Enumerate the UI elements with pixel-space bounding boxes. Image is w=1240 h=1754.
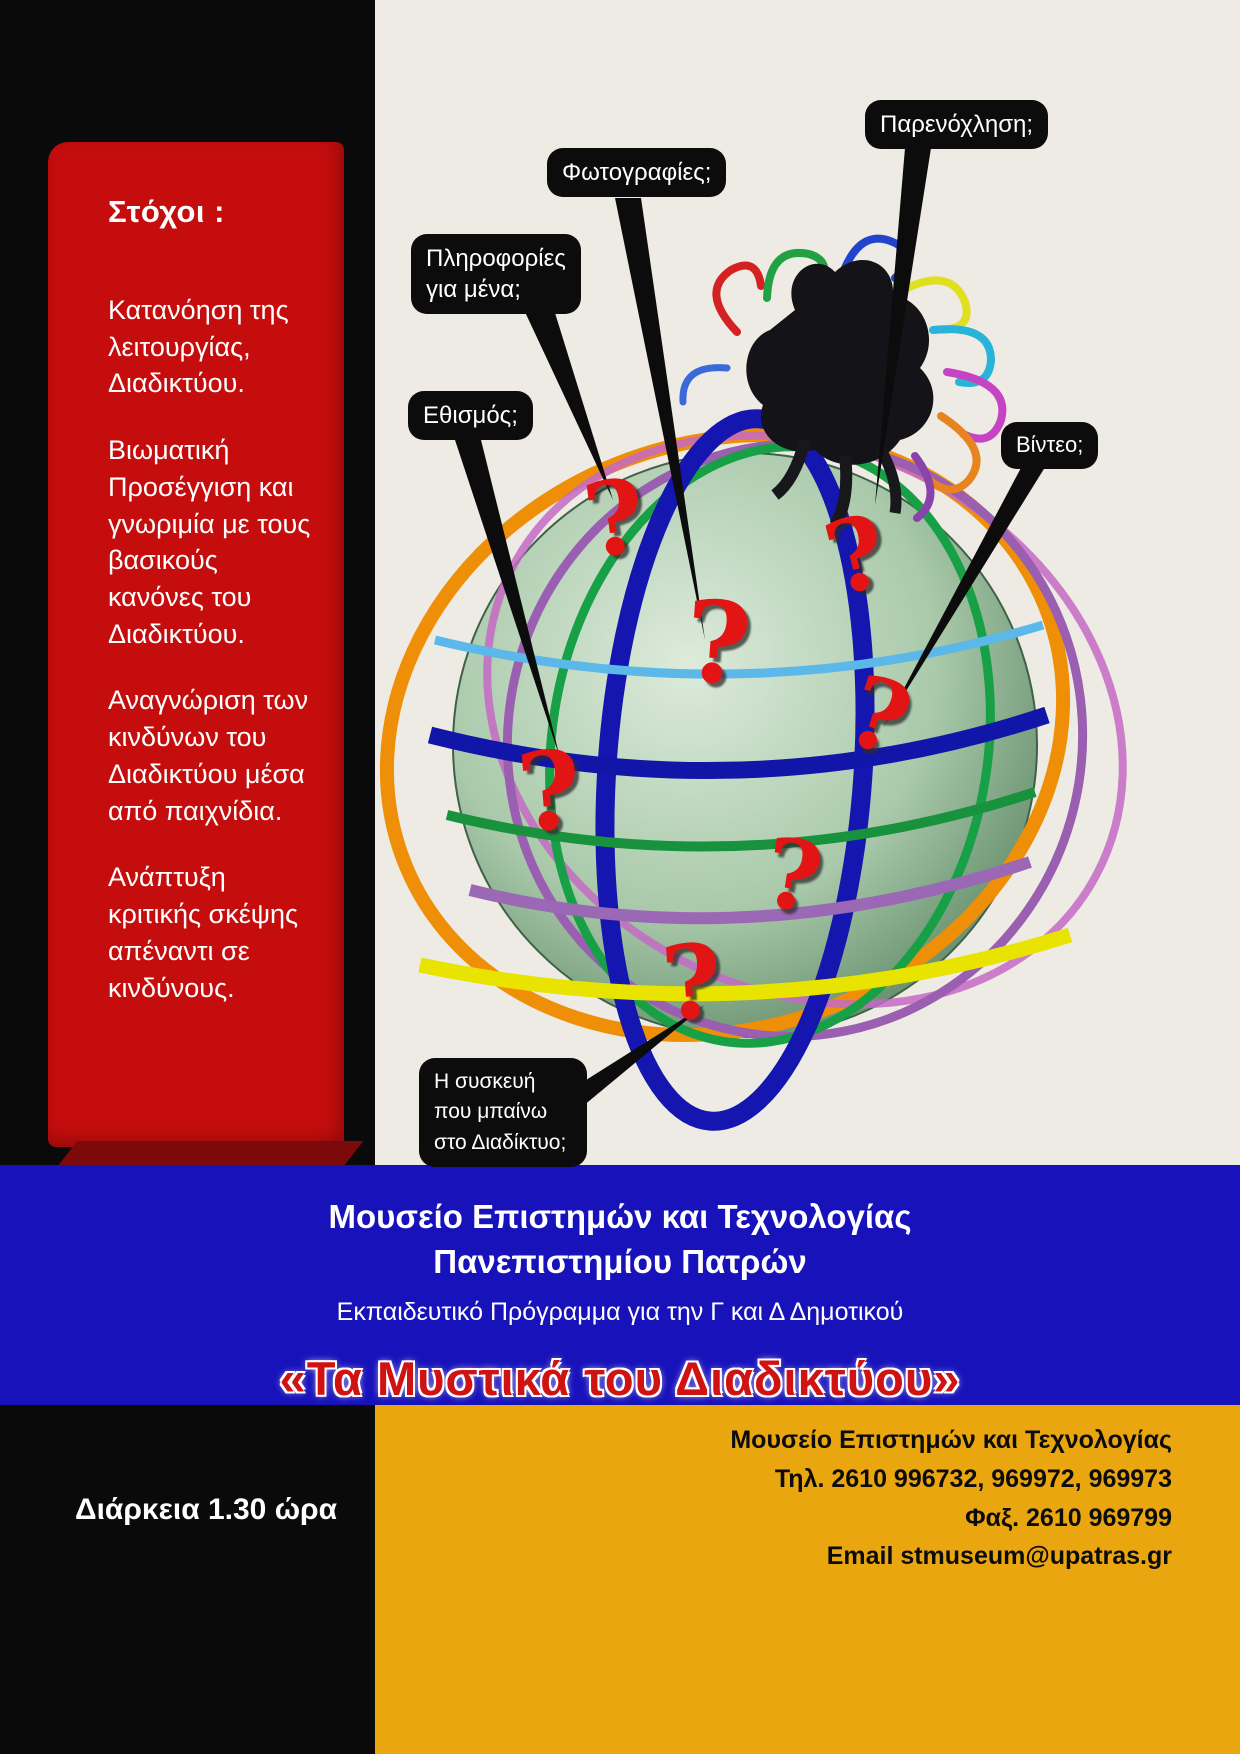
goal-item: Αναγνώριση των κινδύνων του Διαδικτύου μ… (108, 685, 309, 826)
contact-phone: Τηλ. 2610 996732, 969972, 969973 (774, 1464, 1172, 1493)
globe-illustration (379, 148, 1127, 1131)
program-title: «Τα Μυστικά του Διαδικτύου» (279, 1352, 961, 1406)
question-mark: ? (512, 726, 587, 858)
speech-bubble-addiction: Εθισμός; (408, 391, 533, 441)
goals-banner: Στόχοι : Κατανόηση της λειτουργίας, Διαδ… (48, 142, 344, 1147)
contact-museum-name: Μουσείο Επιστημών και Τεχνολογίας (730, 1426, 1172, 1454)
goal-item: Ανάπτυξη κριτικής σκέψης απέναντι σε κιν… (108, 862, 299, 1003)
museum-name-line2: Πανεπιστημίου Πατρών (433, 1242, 807, 1280)
duration-text: Διάρκεια 1.30 ώρα (75, 1493, 338, 1526)
speech-bubble-personal-info: Πληροφορίες για μένα; (411, 234, 581, 315)
goal-item: Κατανόηση της λειτουργίας, Διαδικτύου. (108, 295, 289, 399)
bubble-tails (455, 148, 1047, 1116)
goals-title: Στόχοι : (108, 194, 225, 229)
speech-bubble-harassment: Παρενόχληση; (865, 100, 1049, 150)
question-mark: ? (680, 575, 756, 712)
footer: Διάρκεια 1.30 ώρα Μουσείο Επιστημών και … (0, 1405, 1240, 1754)
speech-bubble-device: Η συσκευή που μπαίνω στο Διαδίκτυο; (419, 1058, 587, 1168)
program-banner: Μουσείο Επιστημών και Τεχνολογίας Πανεπι… (0, 1165, 1240, 1405)
speech-bubble-photos: Φωτογραφίες; (547, 148, 727, 198)
contact-email: Email stmuseum@upatras.gr (826, 1542, 1172, 1571)
contact-fax: Φαξ. 2610 969799 (965, 1503, 1172, 1532)
contact-panel: Μουσείο Επιστημών και Τεχνολογίας Τηλ. 2… (375, 1405, 1240, 1754)
program-subtitle: Εκπαιδευτικό Πρόγραμμα για την Γ και Δ Δ… (336, 1298, 904, 1327)
illustration-panel: ? ? ? ? ? ? ? Παρενόχληση; Φωτογραφίες; … (375, 0, 1240, 1168)
museum-name-line1: Μουσείο Επιστημών και Τεχνολογίας (328, 1198, 912, 1235)
question-mark: ? (657, 921, 726, 1045)
goal-item: Βιωματική Προσέγγιση και γνωριμία με του… (108, 435, 311, 649)
speech-bubble-video: Βίντεο; (1001, 422, 1099, 469)
left-panel: Στόχοι : Κατανόηση της λειτουργίας, Διαδ… (0, 0, 375, 1165)
